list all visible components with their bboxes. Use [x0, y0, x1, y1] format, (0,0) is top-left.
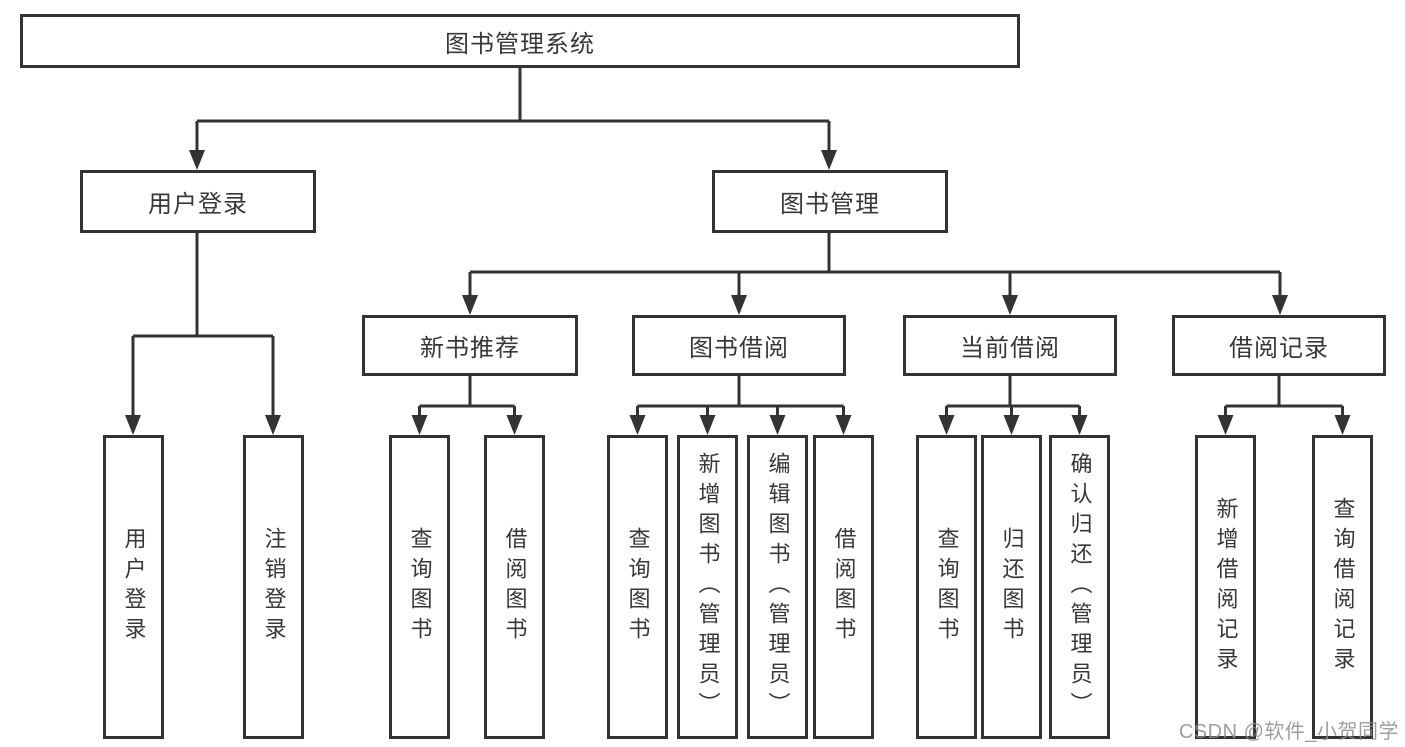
leaf-node-label: 归还图书: [999, 527, 1025, 647]
leaf-node-label: 查询图书: [625, 527, 651, 647]
leaf-node-query-books: 查询图书: [389, 435, 450, 739]
leaf-node-label: 用户登录: [121, 527, 147, 647]
leaf-node-query-books: 查询图书: [916, 435, 977, 739]
group-node-new-book-recommend: 新书推荐: [362, 315, 578, 376]
connector-lines: [131, 68, 1344, 417]
csdn-watermark: CSDN @软件_小贺同学: [1178, 721, 1399, 743]
leaf-node-edit-books-admin: 编辑图书（管理员）: [747, 435, 808, 739]
leaf-node-return-books: 归还图书: [981, 435, 1042, 739]
group-node-current-borrowing: 当前借阅: [903, 315, 1117, 376]
leaf-node-label: 新增借阅记录: [1213, 497, 1239, 677]
root-node-system: 图书管理系统: [20, 14, 1020, 68]
leaf-node-label: 编辑图书（管理员）: [765, 452, 791, 722]
branch-node-label: 用户登录: [148, 191, 248, 218]
leaf-node-add-borrow-record: 新增借阅记录: [1195, 435, 1256, 739]
leaf-node-query-books: 查询图书: [607, 435, 668, 739]
group-node-label: 图书借阅: [689, 335, 789, 362]
branch-node-user-login: 用户登录: [80, 170, 316, 233]
leaf-node-confirm-return-admin: 确认归还（管理员）: [1049, 435, 1110, 739]
group-node-book-borrowing: 图书借阅: [632, 315, 846, 376]
leaf-node-label: 注销登录: [261, 527, 287, 647]
leaf-node-label: 确认归还（管理员）: [1067, 452, 1093, 722]
leaf-node-label: 查询借阅记录: [1330, 497, 1356, 677]
leaf-node-label: 查询图书: [407, 527, 433, 647]
group-node-label: 新书推荐: [420, 335, 520, 362]
leaf-node-logout: 注销登录: [243, 435, 304, 739]
leaf-node-add-books-admin: 新增图书（管理员）: [677, 435, 738, 739]
root-node-label: 图书管理系统: [445, 30, 595, 58]
branch-node-label: 图书管理: [780, 191, 880, 218]
leaf-node-label: 借阅图书: [831, 527, 857, 647]
group-node-borrowing-records: 借阅记录: [1172, 315, 1386, 376]
group-node-label: 当前借阅: [960, 335, 1060, 362]
leaf-node-label: 新增图书（管理员）: [695, 452, 721, 722]
leaf-node-borrow-books: 借阅图书: [484, 435, 545, 739]
leaf-node-borrow-books: 借阅图书: [813, 435, 874, 739]
leaf-node-label: 借阅图书: [502, 527, 528, 647]
group-node-label: 借阅记录: [1229, 335, 1329, 362]
branch-node-book-management: 图书管理: [712, 170, 948, 233]
leaf-node-query-borrow-record: 查询借阅记录: [1312, 435, 1373, 739]
leaf-node-label: 查询图书: [934, 527, 960, 647]
leaf-node-user-login: 用户登录: [103, 435, 164, 739]
